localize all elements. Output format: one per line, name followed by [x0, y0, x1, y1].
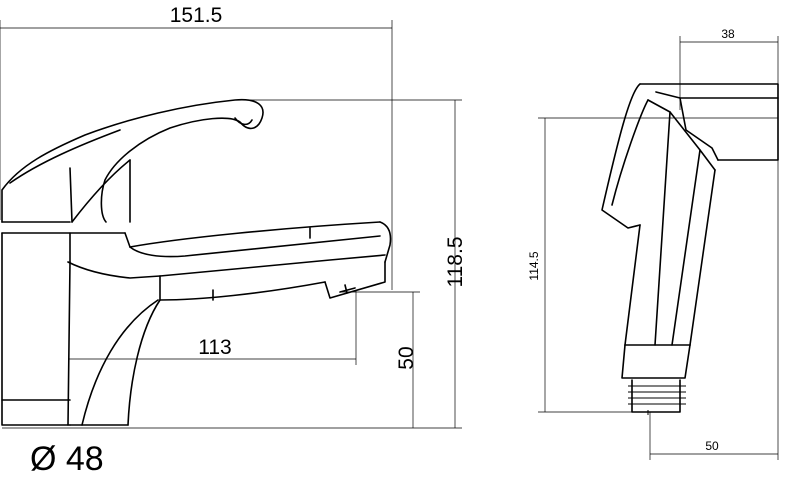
dimension-sprayer-head-width: 38 [721, 27, 735, 41]
dimension-sprayer-length: 114.5 [527, 251, 541, 280]
dimension-overall-height: 118.5 [444, 237, 467, 288]
dimension-overall-length: 151.5 [170, 4, 223, 27]
dimension-base-diameter: Ø 48 [30, 440, 104, 478]
dimension-spout-height: 50 [395, 346, 418, 369]
dimension-spout-reach: 113 [198, 336, 231, 359]
sprayer-outline [602, 84, 778, 415]
sprayer-dimensions [538, 36, 778, 460]
dimension-sprayer-base-width: 50 [705, 439, 719, 453]
faucet-outline [2, 100, 391, 425]
